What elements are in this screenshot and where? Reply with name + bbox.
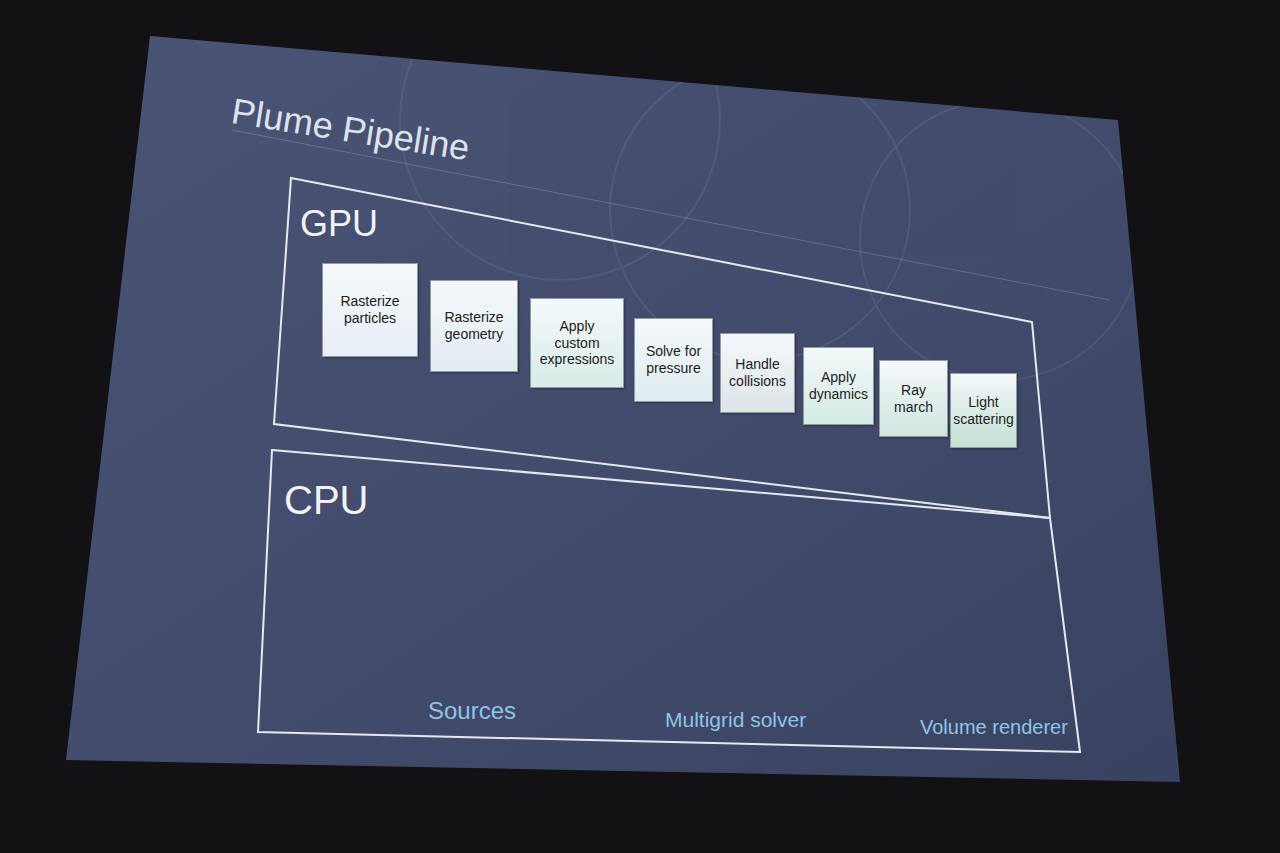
frame-outline-shape xyxy=(258,450,1080,752)
step-label: Apply custom expressions xyxy=(531,316,623,370)
projection-screen xyxy=(66,36,1180,782)
component-label: Sources xyxy=(428,697,516,725)
step-label: Light scattering xyxy=(949,392,1018,430)
group-frame: GPU Rasterize particles Rasterize geometry… xyxy=(274,176,1054,522)
frame-outline-shape xyxy=(274,178,1050,518)
process-box: Rasterize geometry xyxy=(430,280,518,372)
component-label: Volume renderer xyxy=(920,716,1068,739)
process-box: Rasterize particles xyxy=(322,263,418,357)
step-label: Rasterize particles xyxy=(323,291,417,329)
step-label: Rasterize geometry xyxy=(431,307,517,345)
step-label: Ray march xyxy=(880,380,947,418)
step-label: Handle collisions xyxy=(721,354,794,392)
process-box: Ray march xyxy=(879,360,948,437)
step-label: Apply dynamics xyxy=(804,367,873,405)
step-label: Solve for pressure xyxy=(635,341,712,379)
group-heading: CPU xyxy=(284,480,368,520)
process-box: Light scattering xyxy=(950,373,1017,448)
group-heading: GPU xyxy=(300,206,378,242)
process-box: Handle collisions xyxy=(720,333,795,413)
component-label: Multigrid solver xyxy=(665,708,806,732)
process-box: Apply dynamics xyxy=(803,347,874,425)
process-box: Solve for pressure xyxy=(634,318,713,402)
process-box: Apply custom expressions xyxy=(530,298,624,388)
decor-circles xyxy=(400,0,1140,380)
